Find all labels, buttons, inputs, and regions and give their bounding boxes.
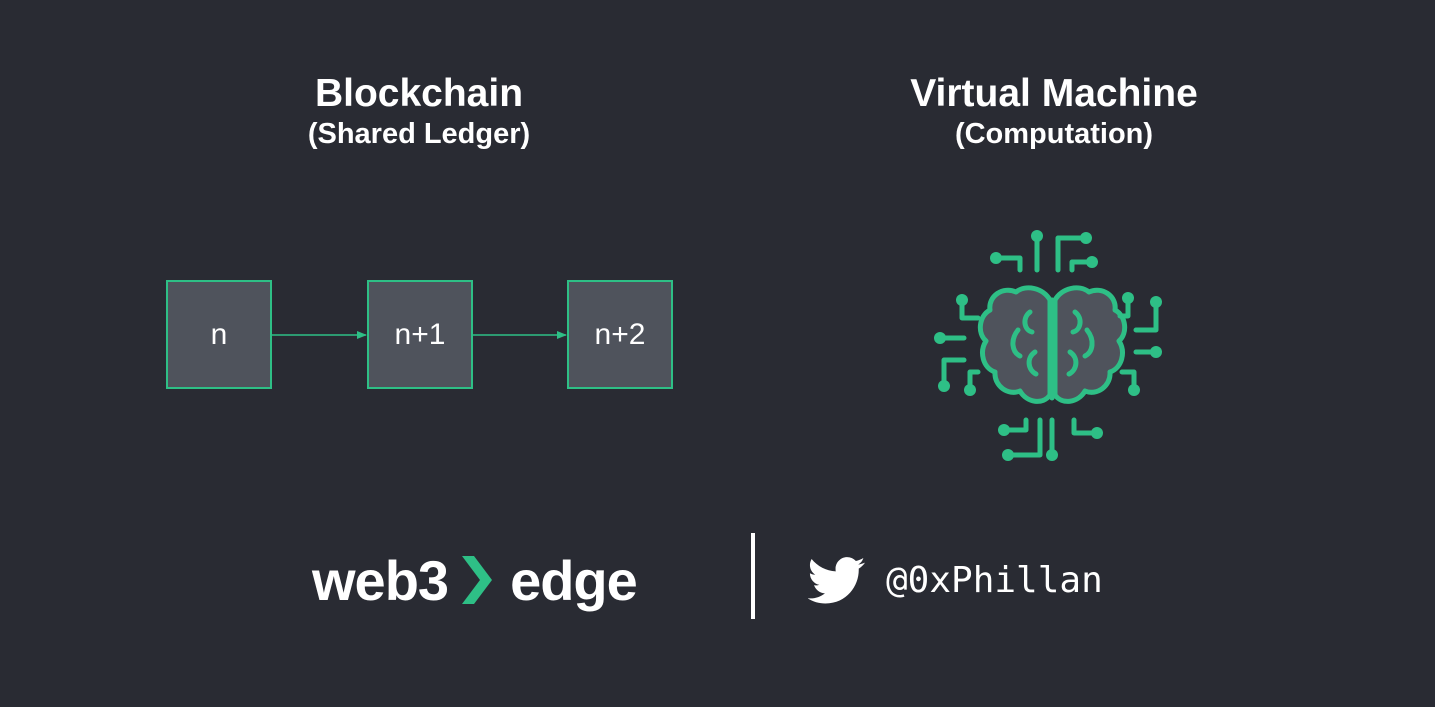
block-n: n	[166, 280, 272, 389]
blockchain-subtitle: (Shared Ledger)	[307, 118, 531, 150]
virtual-machine-subtitle: (Computation)	[954, 118, 1154, 150]
brand-edge: edge	[510, 548, 638, 612]
virtual-machine-title: Virtual Machine	[910, 72, 1198, 115]
block-n-plus-1: n+1	[367, 280, 473, 389]
virtual-machine-heading: Virtual Machine (Computation)	[804, 71, 1304, 151]
twitter-handle[interactable]: @0xPhillan	[886, 560, 1103, 601]
twitter-bird-icon	[808, 557, 866, 604]
blockchain-heading: Blockchain (Shared Ledger)	[169, 71, 669, 151]
web3edge-logo: web3 edge	[312, 540, 638, 620]
footer-divider	[751, 533, 755, 619]
blockchain-title: Blockchain	[314, 72, 524, 115]
chevron-right-icon	[462, 556, 493, 604]
block-n-plus-2: n+2	[567, 280, 673, 389]
brand-web3: web3	[312, 548, 449, 612]
